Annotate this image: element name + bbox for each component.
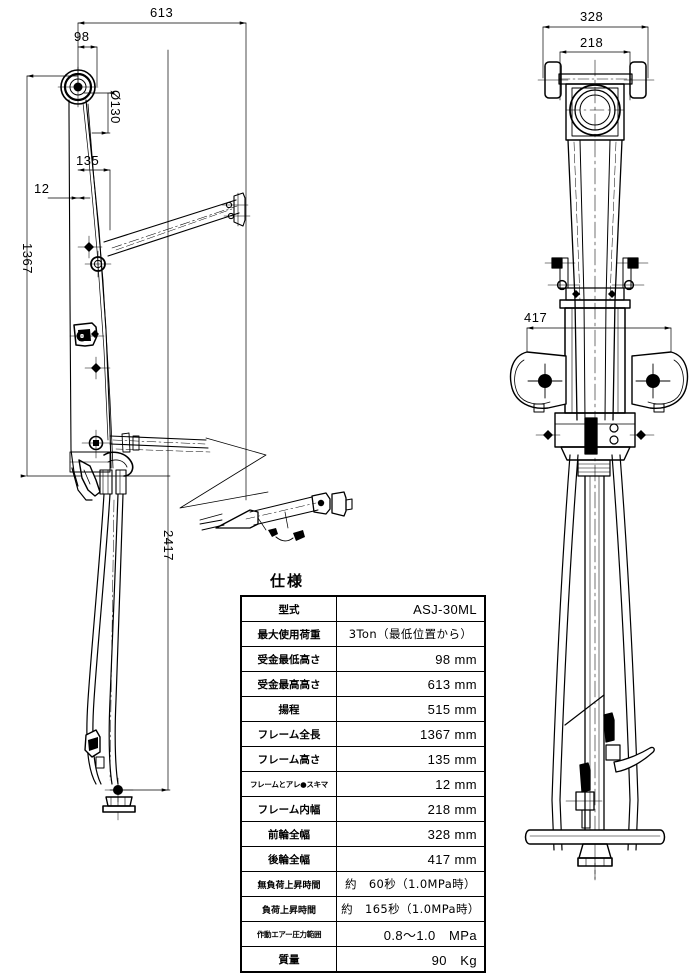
spec-table-title: 仕様 [270, 572, 305, 590]
drawing-sheet: 613 98 Ø130 135 12 1367 2417 328 218 417… [20, 5, 689, 973]
spec-value-frame-length: 1367 mm [336, 721, 486, 747]
specification-table: 型式 ASJ-30ML 最大使用荷重 3Ton（最低位置から） 受金最低高さ 9… [240, 595, 486, 973]
spec-value-rear-track: 417 mm [336, 846, 486, 872]
spec-value-frame-inner-width: 218 mm [336, 796, 486, 822]
table-row: 質量 90 Kg [240, 946, 486, 973]
technical-drawing-canvas [20, 21, 689, 883]
table-row: 揚程 515 mm [240, 696, 486, 722]
spec-value-model: ASJ-30ML [336, 595, 486, 622]
table-row: 前輪全幅 328 mm [240, 821, 486, 847]
spec-value-mass: 90 Kg [336, 946, 486, 973]
spec-value-max-load: 3Ton（最低位置から） [336, 621, 486, 647]
dim-frame-height-135: 135 [76, 153, 100, 168]
spec-value-air-pressure-range: 0.8～1.0 MPa [336, 921, 486, 947]
spec-label-front-track: 前輪全幅 [240, 821, 337, 847]
spec-label-frame-clearance: フレームとアレ●スキマ [240, 771, 337, 797]
table-row: フレーム内幅 218 mm [240, 796, 486, 822]
dim-front-track-328: 328 [580, 9, 604, 24]
table-row: 後輪全幅 417 mm [240, 846, 486, 872]
table-row: 受金最高高さ 613 mm [240, 671, 486, 697]
spec-value-no-load-rise-time: 約 60秒（1.0MPa時） [336, 871, 486, 897]
spec-label-max-saddle-height: 受金最高高さ [240, 671, 337, 697]
dim-clearance-12: 12 [34, 181, 50, 196]
spec-value-frame-height: 135 mm [336, 746, 486, 772]
spec-value-loaded-rise-time: 約 165秒（1.0MPa時） [336, 896, 486, 922]
spec-label-loaded-rise-time: 負荷上昇時間 [240, 896, 337, 922]
side-view-dimension-lines [20, 21, 247, 792]
spec-value-lift-stroke: 515 mm [336, 696, 486, 722]
spec-label-rear-track: 後輪全幅 [240, 846, 337, 872]
dim-rear-track-417: 417 [524, 310, 548, 325]
dim-overall-reach-613: 613 [150, 5, 174, 20]
front-view-geometry [509, 59, 689, 883]
table-row: 負荷上昇時間 約 165秒（1.0MPa時） [240, 896, 486, 922]
side-view-hose-detail [179, 437, 353, 542]
dim-saddle-min-98: 98 [74, 29, 90, 44]
dim-wheel-diameter-130: Ø130 [108, 90, 123, 124]
dim-frame-inner-width-218: 218 [580, 35, 604, 50]
spec-label-frame-inner-width: フレーム内幅 [240, 796, 337, 822]
spec-label-lift-stroke: 揚程 [240, 696, 337, 722]
table-row: フレームとアレ●スキマ 12 mm [240, 771, 486, 797]
spec-value-frame-clearance: 12 mm [336, 771, 486, 797]
spec-label-air-pressure-range: 作動エアー圧力範囲 [240, 921, 337, 947]
spec-label-no-load-rise-time: 無負荷上昇時間 [240, 871, 337, 897]
spec-label-frame-height: フレーム高さ [240, 746, 337, 772]
spec-label-min-saddle-height: 受金最低高さ [240, 646, 337, 672]
spec-value-max-saddle-height: 613 mm [336, 671, 486, 697]
front-view-dimension-lines [526, 25, 672, 353]
side-view-geometry [57, 66, 251, 823]
table-row: 受金最低高さ 98 mm [240, 646, 486, 672]
table-row: フレーム高さ 135 mm [240, 746, 486, 772]
spec-value-min-saddle-height: 98 mm [336, 646, 486, 672]
spec-value-front-track: 328 mm [336, 821, 486, 847]
table-row: 無負荷上昇時間 約 60秒（1.0MPa時） [240, 871, 486, 897]
table-row: フレーム全長 1367 mm [240, 721, 486, 747]
dim-frame-length-1367: 1367 [20, 243, 35, 274]
table-row: 型式 ASJ-30ML [240, 595, 486, 622]
spec-label-frame-length: フレーム全長 [240, 721, 337, 747]
table-row: 作動エアー圧力範囲 0.8～1.0 MPa [240, 921, 486, 947]
table-row: 最大使用荷重 3Ton（最低位置から） [240, 621, 486, 647]
spec-label-mass: 質量 [240, 946, 337, 973]
spec-label-max-load: 最大使用荷重 [240, 621, 337, 647]
spec-label-model: 型式 [240, 595, 337, 622]
specification-block: 仕様 型式 ASJ-30ML 最大使用荷重 3Ton（最低位置から） 受金最低高… [240, 570, 486, 973]
dim-overall-length-2417: 2417 [161, 530, 176, 561]
